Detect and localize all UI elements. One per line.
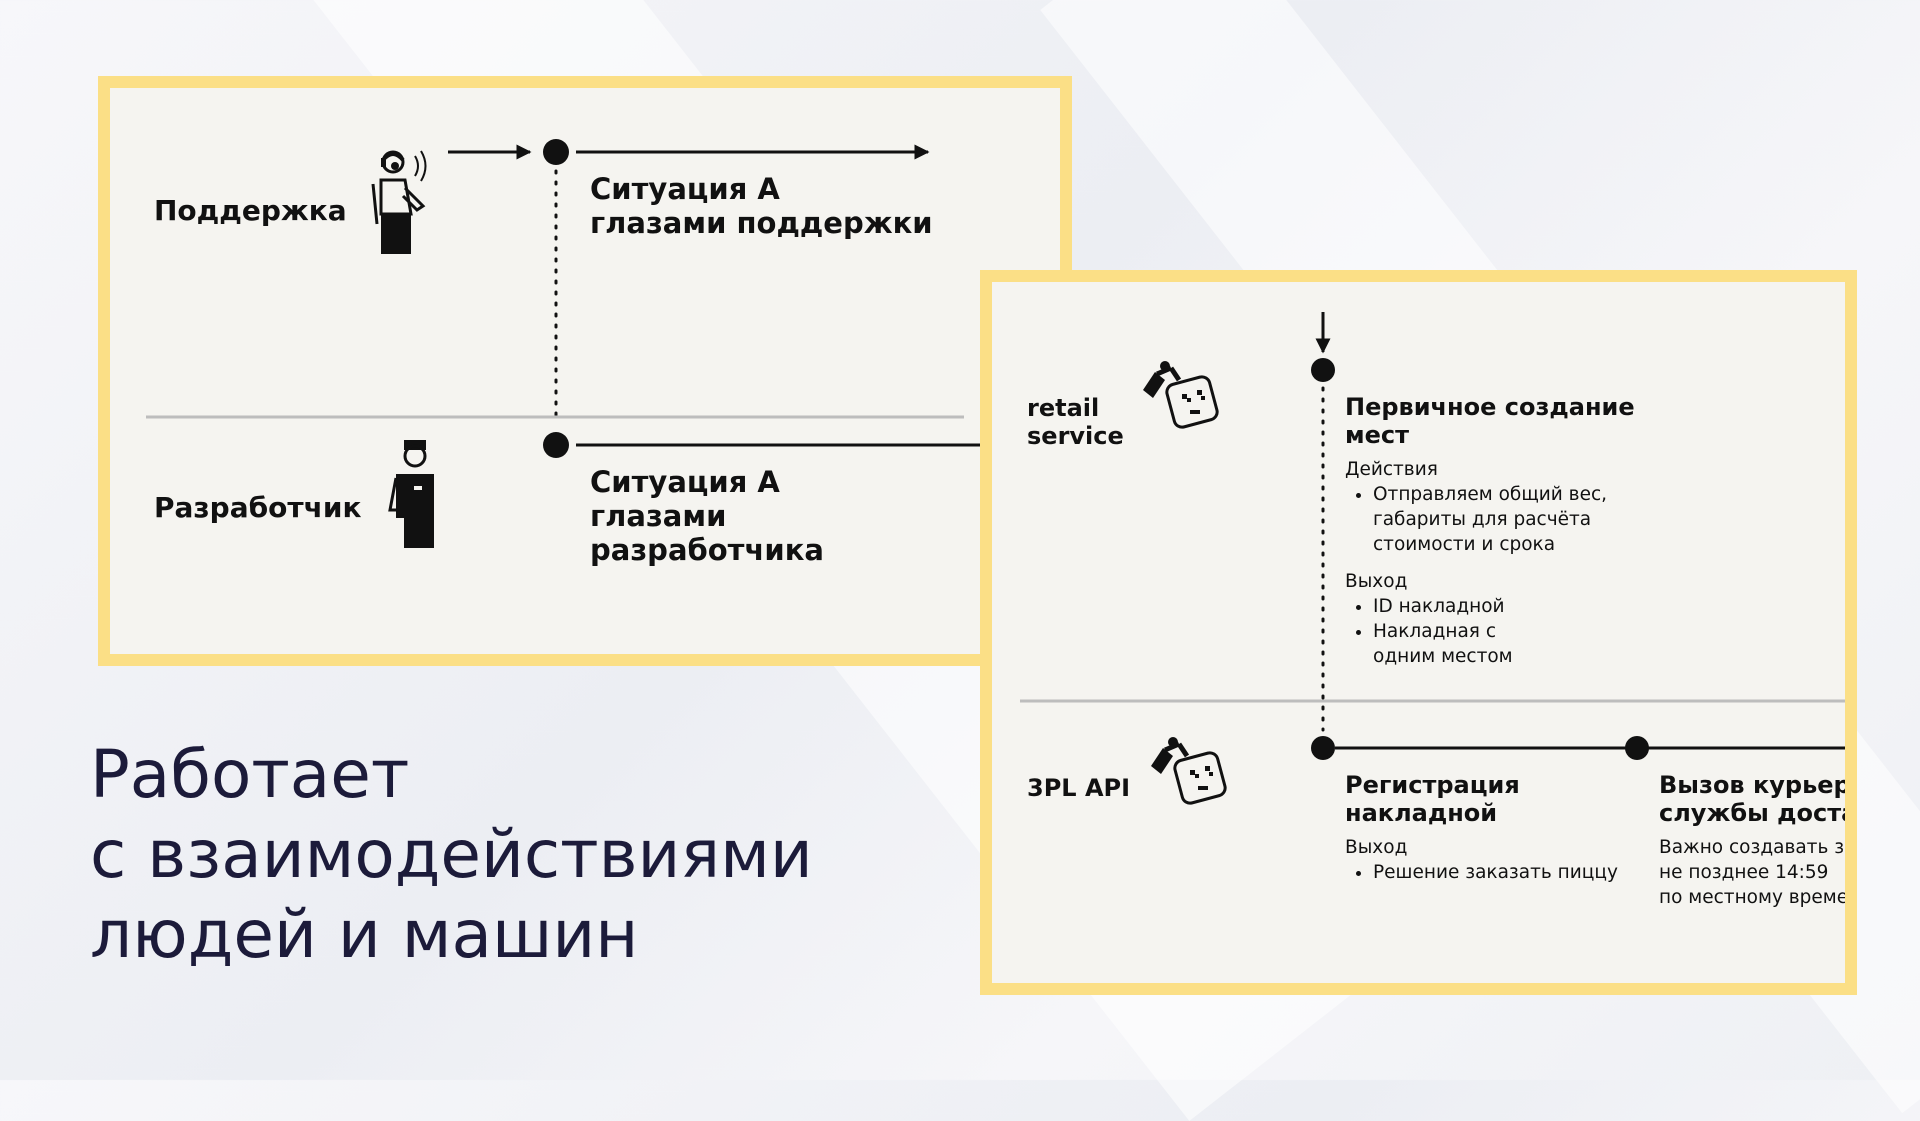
registration-details: Выход Решение заказать пиццу	[1345, 835, 1645, 885]
actions-list: Отправляем общий вес, габариты для расчё…	[1345, 482, 1645, 557]
robot-icon	[1151, 737, 1227, 805]
row-label-support: Поддержка	[154, 194, 347, 227]
list-item: ID накладной	[1373, 594, 1645, 619]
developer-situation-title: Ситуация А глазами разработчика	[590, 465, 824, 567]
retail-timeline-dot	[1311, 358, 1335, 382]
support-situation-title: Ситуация А глазами поддержки	[590, 172, 933, 240]
row-label-developer: Разработчик	[154, 491, 362, 524]
outputs-list: ID накладной Накладная с одним местом	[1345, 594, 1645, 669]
registration-dot	[1311, 736, 1335, 760]
initial-creation-title: Первичное создание мест	[1345, 393, 1635, 449]
robot-icon	[1143, 361, 1219, 429]
list-item: Накладная с одним местом	[1373, 619, 1533, 669]
row-label-3pl-api: 3PL API	[1027, 774, 1131, 802]
courier-call-title: Вызов курьера службы доставки	[1659, 771, 1857, 827]
outputs-list: Решение заказать пиццу	[1345, 860, 1645, 885]
list-item: Решение заказать пиццу	[1373, 860, 1645, 885]
support-agent-icon	[371, 150, 427, 254]
developer-icon	[388, 440, 434, 548]
registration-title: Регистрация накладной	[1345, 771, 1520, 827]
row-label-retail-service: retail service	[1027, 394, 1124, 450]
card2-lines	[1020, 312, 1845, 760]
initial-creation-details: Действия Отправляем общий вес, габариты …	[1345, 457, 1645, 669]
list-item: Отправляем общий вес, габариты для расчё…	[1373, 482, 1645, 557]
headline: Работает с взаимодействиями людей и маши…	[90, 736, 813, 973]
courier-call-dot	[1625, 736, 1649, 760]
support-timeline-dot	[543, 139, 569, 165]
retail-3pl-card: retail service Первичное создание мест Д…	[980, 270, 1857, 995]
card1-lines	[146, 139, 1060, 458]
support-developer-card: Поддержка Ситуация А глазами поддержки Р…	[98, 76, 1072, 666]
developer-timeline-dot	[543, 432, 569, 458]
courier-call-details: Важно создавать за не позднее 14:59 по м…	[1659, 837, 1857, 908]
